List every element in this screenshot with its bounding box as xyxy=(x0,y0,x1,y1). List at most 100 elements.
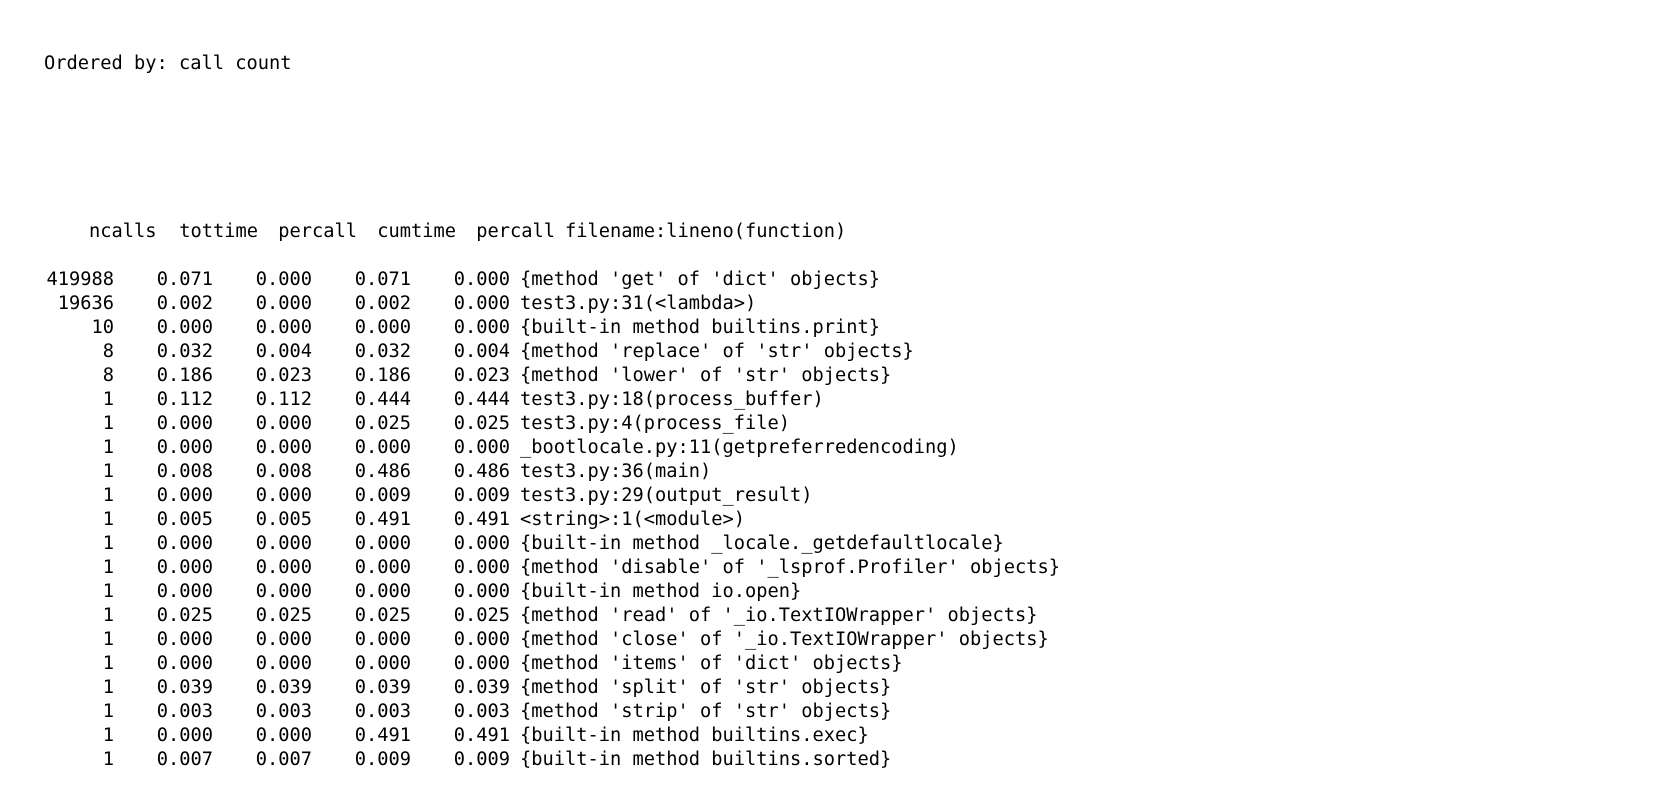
cell-function: {method 'close' of '_io.TextIOWrapper' o… xyxy=(520,629,1049,650)
cell-percall: 0.000 xyxy=(255,581,312,602)
cell-ncalls: 19636 xyxy=(57,293,114,314)
cell-tottime: 0.000 xyxy=(156,485,213,506)
cell-ncalls: 8 xyxy=(102,341,114,362)
cell-percall: 0.000 xyxy=(255,317,312,338)
cell-ncalls: 1 xyxy=(102,725,114,746)
cell-percall: 0.000 xyxy=(255,629,312,650)
cell-ncalls: 1 xyxy=(102,557,114,578)
cell-cumtime: 0.009 xyxy=(354,749,411,770)
cell-cumtime: 0.000 xyxy=(354,629,411,650)
cell-ncalls: 1 xyxy=(102,485,114,506)
cell-ncalls: 1 xyxy=(102,389,114,410)
cell-tottime: 0.000 xyxy=(156,317,213,338)
cell-percall-cumulative: 0.000 xyxy=(453,533,510,554)
cell-tottime: 0.039 xyxy=(156,677,213,698)
cell-percall: 0.000 xyxy=(255,269,312,290)
cell-percall: 0.008 xyxy=(255,461,312,482)
cell-function: {method 'strip' of 'str' objects} xyxy=(520,701,892,722)
cell-percall-cumulative: 0.009 xyxy=(453,749,510,770)
cell-cumtime: 0.025 xyxy=(354,605,411,626)
cell-tottime: 0.005 xyxy=(156,509,213,530)
cell-percall: 0.007 xyxy=(255,749,312,770)
cell-ncalls: 1 xyxy=(102,749,114,770)
cell-function: test3.py:29(output_result) xyxy=(520,485,813,506)
cell-ncalls: 1 xyxy=(102,629,114,650)
cell-function: {method 'replace' of 'str' objects} xyxy=(520,341,914,362)
cell-percall-cumulative: 0.491 xyxy=(453,725,510,746)
cell-ncalls: 1 xyxy=(102,413,114,434)
cell-percall-cumulative: 0.025 xyxy=(453,605,510,626)
cell-percall-cumulative: 0.004 xyxy=(453,341,510,362)
cell-tottime: 0.071 xyxy=(156,269,213,290)
cell-ncalls: 10 xyxy=(91,317,114,338)
cell-tottime: 0.112 xyxy=(156,389,213,410)
cell-function: test3.py:4(process_file) xyxy=(520,413,791,434)
header-function: filename:lineno(function) xyxy=(565,221,847,242)
cell-cumtime: 0.000 xyxy=(354,557,411,578)
cell-percall: 0.025 xyxy=(255,605,312,626)
cell-cumtime: 0.186 xyxy=(354,365,411,386)
cell-percall: 0.000 xyxy=(255,653,312,674)
cell-tottime: 0.008 xyxy=(156,461,213,482)
cell-ncalls: 1 xyxy=(102,509,114,530)
cell-cumtime: 0.025 xyxy=(354,413,411,434)
cell-tottime: 0.032 xyxy=(156,341,213,362)
cell-percall-cumulative: 0.444 xyxy=(453,389,510,410)
cell-cumtime: 0.444 xyxy=(354,389,411,410)
cell-cumtime: 0.002 xyxy=(354,293,411,314)
cell-function: test3.py:31(<lambda>) xyxy=(520,293,757,314)
cell-function: {method 'read' of '_io.TextIOWrapper' ob… xyxy=(520,605,1038,626)
ordered-by-line: Ordered by: call count xyxy=(44,53,292,74)
cell-percall: 0.000 xyxy=(255,437,312,458)
cell-cumtime: 0.003 xyxy=(354,701,411,722)
cell-function: {built-in method builtins.exec} xyxy=(520,725,869,746)
cell-percall: 0.000 xyxy=(255,485,312,506)
cell-ncalls: 1 xyxy=(102,605,114,626)
cell-cumtime: 0.486 xyxy=(354,461,411,482)
cell-ncalls: 1 xyxy=(102,533,114,554)
cell-percall: 0.000 xyxy=(255,533,312,554)
cell-cumtime: 0.000 xyxy=(354,437,411,458)
cell-tottime: 0.000 xyxy=(156,725,213,746)
cell-cumtime: 0.039 xyxy=(354,677,411,698)
cell-cumtime: 0.491 xyxy=(354,509,411,530)
cell-percall: 0.000 xyxy=(255,413,312,434)
cell-percall-cumulative: 0.023 xyxy=(453,365,510,386)
cell-ncalls: 1 xyxy=(102,653,114,674)
cell-function: {built-in method _locale._getdefaultloca… xyxy=(520,533,1004,554)
cell-percall-cumulative: 0.000 xyxy=(453,317,510,338)
cell-percall: 0.023 xyxy=(255,365,312,386)
cell-percall-cumulative: 0.486 xyxy=(453,461,510,482)
cell-cumtime: 0.491 xyxy=(354,725,411,746)
cell-function: {method 'lower' of 'str' objects} xyxy=(520,365,892,386)
cell-tottime: 0.003 xyxy=(156,701,213,722)
cell-function: <string>:1(<module>) xyxy=(520,509,746,530)
terminal-window: { "console": { "ordered_by": "Ordered by… xyxy=(44,53,1061,770)
blank-line xyxy=(44,124,1060,148)
cell-tottime: 0.000 xyxy=(156,533,213,554)
cell-percall: 0.004 xyxy=(255,341,312,362)
cell-percall-cumulative: 0.003 xyxy=(453,701,510,722)
cell-percall: 0.005 xyxy=(255,509,312,530)
cell-cumtime: 0.000 xyxy=(354,317,411,338)
cell-function: {method 'split' of 'str' objects} xyxy=(520,677,892,698)
cell-percall-cumulative: 0.039 xyxy=(453,677,510,698)
header-ncalls: ncalls xyxy=(89,221,157,242)
header-tottime: tottime xyxy=(179,221,259,242)
